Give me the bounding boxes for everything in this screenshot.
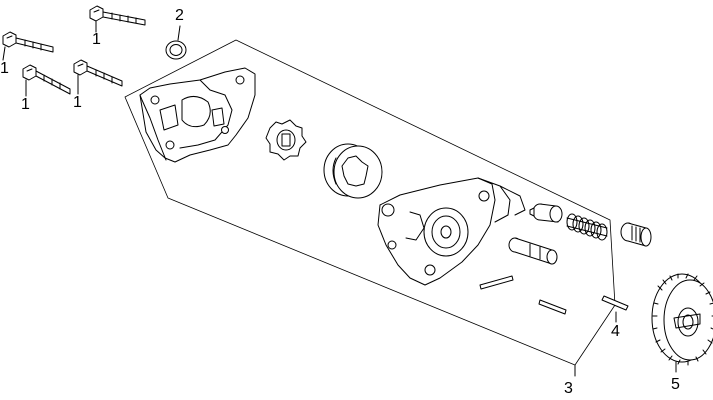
outer-rotor — [323, 143, 383, 199]
bolt-part-1-mid — [2, 31, 54, 53]
pin-b — [538, 299, 567, 315]
callout-5-drive-gear: 5 — [671, 376, 680, 393]
oring-part-2 — [165, 25, 187, 60]
relief-plunger — [529, 203, 563, 223]
relief-spring — [566, 213, 608, 241]
callout-4-dowel-pin: 4 — [611, 323, 620, 340]
dowel-pin-part-4 — [601, 295, 629, 323]
callout-2-oring: 2 — [175, 7, 184, 24]
relief-plug — [620, 222, 652, 247]
callout-1-top-bolt: 1 — [92, 31, 101, 48]
callout-1-mid-bolt: 1 — [0, 60, 9, 77]
callout-1-lower-left-bolt: 1 — [21, 96, 30, 113]
bolt-part-1-lower-right — [73, 59, 123, 87]
inner-rotor — [265, 119, 307, 161]
bolt-part-1-top — [89, 5, 146, 26]
leader-bolt-b — [2, 46, 6, 61]
pump-body — [377, 177, 526, 286]
callout-3-pump-assembly: 3 — [564, 380, 573, 397]
drive-gear-part-5 — [651, 273, 713, 373]
pump-cover — [139, 67, 256, 163]
callout-1-lower-right-bolt: 1 — [73, 94, 82, 111]
pin-a — [479, 275, 514, 290]
bolt-part-1-lower-left — [22, 64, 71, 95]
drive-shaft — [508, 237, 558, 265]
